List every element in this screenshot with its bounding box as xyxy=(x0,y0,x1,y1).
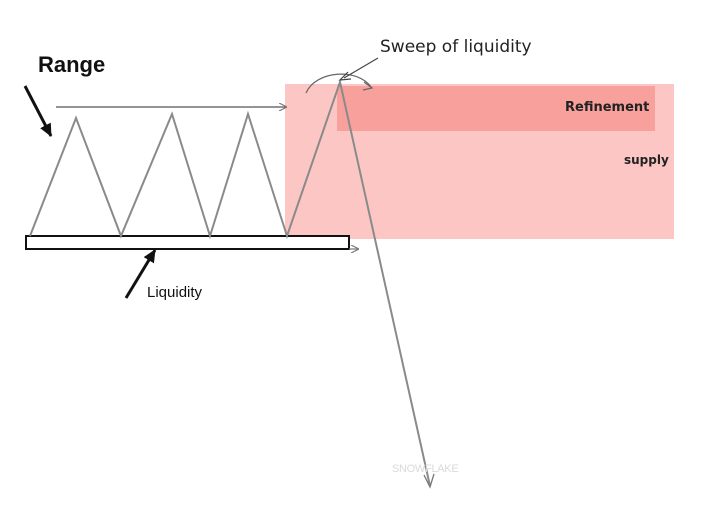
liquidity-pointer-arrow xyxy=(124,249,157,299)
range-label: Range xyxy=(38,52,106,77)
sweep-of-liquidity-label: Sweep of liquidity xyxy=(380,37,532,57)
sweep-curve-arrow xyxy=(305,73,372,94)
refinement-label: Refinement xyxy=(565,100,650,115)
sweep-curve-arrowhead xyxy=(362,81,374,91)
liquidity-label: Liquidity xyxy=(147,284,203,301)
sweep-pointer-arrowhead xyxy=(338,71,352,81)
watermark: SNOWFLAKE xyxy=(392,463,459,475)
supply-label: supply xyxy=(624,153,669,167)
sweep-pointer-arrow xyxy=(343,57,379,79)
price-down-arrowhead xyxy=(423,473,435,489)
price-path xyxy=(29,78,431,487)
range-pointer-arrow xyxy=(23,85,53,137)
refinement-zone xyxy=(337,86,655,131)
liquidity-box xyxy=(25,235,350,250)
